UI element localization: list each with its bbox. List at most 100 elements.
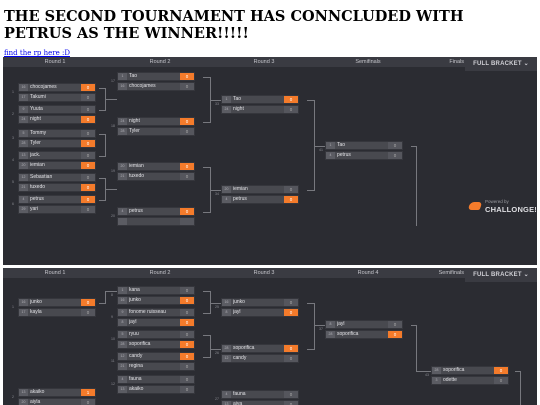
seed-badge: 24 bbox=[222, 106, 231, 113]
connector-line bbox=[99, 200, 106, 201]
score-box: 0 bbox=[494, 367, 508, 374]
participant-name: aiyla bbox=[30, 399, 41, 405]
connector-line bbox=[210, 190, 221, 191]
participant-name: kana bbox=[129, 287, 140, 293]
connector-line bbox=[105, 291, 117, 292]
rp-link[interactable]: find the rp here :D bbox=[4, 49, 70, 57]
connector-line bbox=[99, 110, 106, 111]
participant-name: soporifica bbox=[337, 331, 359, 337]
connector-line bbox=[416, 146, 417, 226]
seed-badge: 4 bbox=[19, 196, 28, 203]
score-box: 0 bbox=[388, 152, 402, 159]
seed-badge: 20 bbox=[19, 162, 28, 169]
full-bracket-button[interactable]: FULL BRACKET ⌄ bbox=[465, 57, 537, 71]
participant-name: junko bbox=[30, 299, 42, 305]
participant-name: akaiko bbox=[129, 386, 144, 392]
participant-name: soporifica bbox=[443, 367, 465, 373]
score-box: 0 bbox=[81, 106, 95, 113]
score-box: 0 bbox=[81, 299, 95, 306]
score-box: 0 bbox=[180, 363, 194, 370]
match-number: 1 bbox=[12, 305, 14, 309]
score-box: 0 bbox=[81, 116, 95, 123]
seed-badge: 16 bbox=[19, 84, 28, 91]
score-box: 0 bbox=[180, 319, 194, 326]
score-box: 0 bbox=[180, 118, 194, 125]
connector-line bbox=[210, 335, 211, 358]
participant-slot[interactable] bbox=[117, 217, 195, 226]
connector-line bbox=[307, 303, 315, 304]
seed-badge: 20 bbox=[222, 186, 231, 193]
seed-badge: 12 bbox=[222, 355, 231, 362]
connector-line bbox=[307, 190, 315, 191]
seed-badge bbox=[118, 218, 127, 225]
connector-line bbox=[105, 99, 117, 100]
connector-line bbox=[99, 134, 106, 135]
rounds-header bbox=[3, 57, 537, 67]
match-number: 8 bbox=[111, 293, 113, 297]
seed-badge: 24 bbox=[118, 118, 127, 125]
match-number: 3 bbox=[12, 136, 14, 140]
participant-name: candy bbox=[129, 353, 143, 359]
score-box bbox=[180, 218, 194, 225]
participant-name: yari bbox=[30, 206, 39, 212]
match-number: 9 bbox=[111, 315, 113, 319]
full-bracket-button[interactable]: FULL BRACKET ⌄ bbox=[465, 268, 537, 282]
participant-name: petrus bbox=[233, 196, 247, 202]
score-box: 0 bbox=[180, 128, 194, 135]
connector-line bbox=[314, 146, 325, 147]
round-label: Round 4 bbox=[357, 270, 379, 276]
score-box: 1 bbox=[81, 389, 95, 396]
connector-line bbox=[203, 167, 211, 168]
participant-name: junko bbox=[129, 297, 141, 303]
